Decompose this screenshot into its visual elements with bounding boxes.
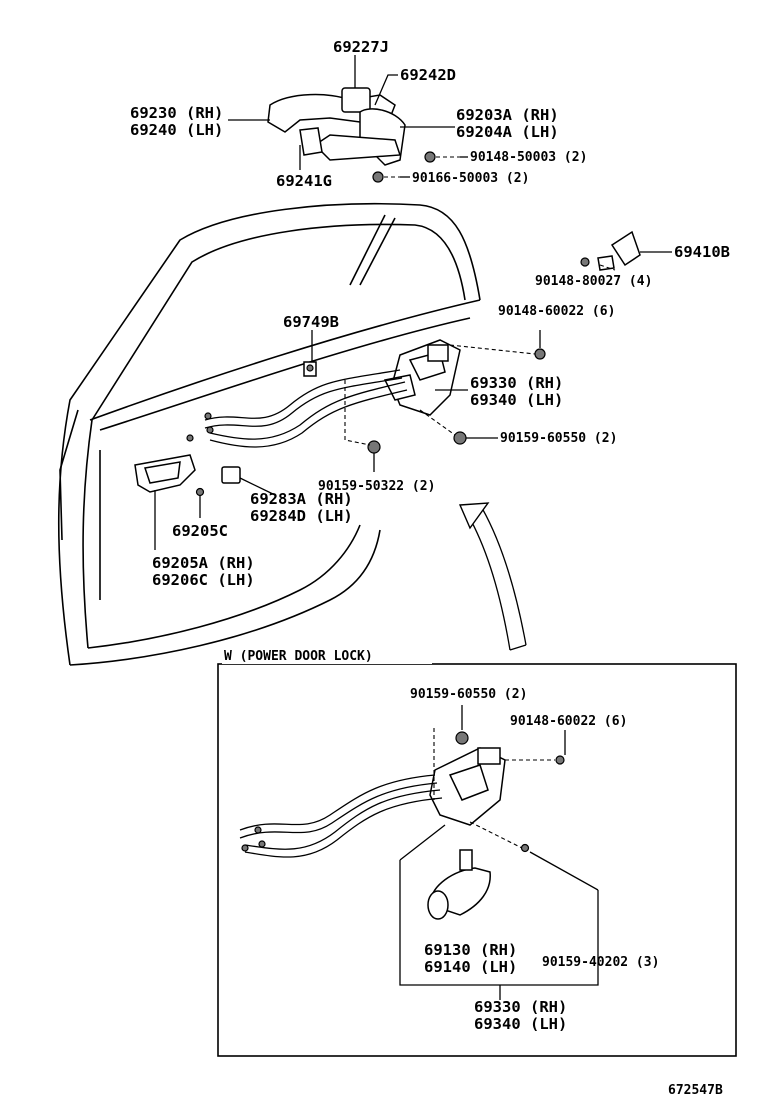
inset-label-90159-40202: 90159-40202 (3)	[542, 955, 659, 970]
label-69204A: 69204A (LH)	[456, 123, 559, 141]
clip-69749B	[303, 361, 317, 377]
inset-label-69140: 69140 (LH)	[424, 958, 517, 976]
screw-90159-50322	[367, 440, 381, 454]
inset-title: W (POWER DOOR LOCK)	[224, 649, 373, 664]
part-labels: 69227J 69242D 69230 (RH) 69240 (LH) 6920…	[130, 38, 730, 589]
inside-handle	[134, 454, 241, 497]
label-69284D: 69284D (LH)	[250, 507, 353, 525]
label-90159-50322: 90159-50322 (2)	[318, 479, 435, 494]
label-69340: 69340 (LH)	[470, 391, 563, 409]
screw-90148-60022	[534, 348, 546, 360]
door-lock-assembly	[383, 339, 461, 416]
detail-arrow	[458, 502, 527, 651]
door-panel-outline	[57, 203, 481, 666]
inset-label-69130: 69130 (RH)	[424, 941, 517, 959]
lock-cables	[186, 369, 408, 448]
inset-screw-90159-60550	[455, 731, 469, 745]
label-69206C: 69206C (LH)	[152, 571, 255, 589]
label-69205A: 69205A (RH)	[152, 554, 255, 572]
label-69203A: 69203A (RH)	[456, 106, 559, 124]
power-door-lock-inset: W (POWER DOOR LOCK) 90159-60550 (2)	[217, 646, 737, 1057]
label-90159-60550: 90159-60550 (2)	[500, 431, 617, 446]
inset-screw-90148-60022	[555, 755, 565, 765]
label-69283A: 69283A (RH)	[250, 490, 353, 508]
label-90148-80027: 90148-80027 (4)	[535, 274, 652, 289]
inset-label-69330: 69330 (RH)	[474, 998, 567, 1016]
diagram-code: 672547B	[668, 1083, 723, 1098]
label-69227J: 69227J	[333, 38, 389, 56]
leader-lines	[154, 55, 672, 550]
screw-90159-60550	[453, 431, 467, 445]
label-69242D: 69242D	[400, 66, 456, 84]
label-69240: 69240 (LH)	[130, 121, 223, 139]
inset-label-90159-60550: 90159-60550 (2)	[410, 687, 527, 702]
inset-label-69340: 69340 (LH)	[474, 1015, 567, 1033]
label-69749B: 69749B	[283, 313, 339, 331]
striker-69410B	[580, 230, 641, 271]
inset-screw-90159-40202	[520, 843, 530, 853]
label-69241G: 69241G	[276, 172, 332, 190]
label-90148-60022: 90148-60022 (6)	[498, 304, 615, 319]
label-69410B: 69410B	[674, 243, 730, 261]
label-69230: 69230 (RH)	[130, 104, 223, 122]
label-69205C: 69205C	[172, 522, 228, 540]
label-69330: 69330 (RH)	[470, 374, 563, 392]
outside-handle-assembly	[267, 87, 436, 183]
label-90148-50003: 90148-50003 (2)	[470, 150, 587, 165]
label-90166-50003: 90166-50003 (2)	[412, 171, 529, 186]
inset-label-90148-60022: 90148-60022 (6)	[510, 714, 627, 729]
